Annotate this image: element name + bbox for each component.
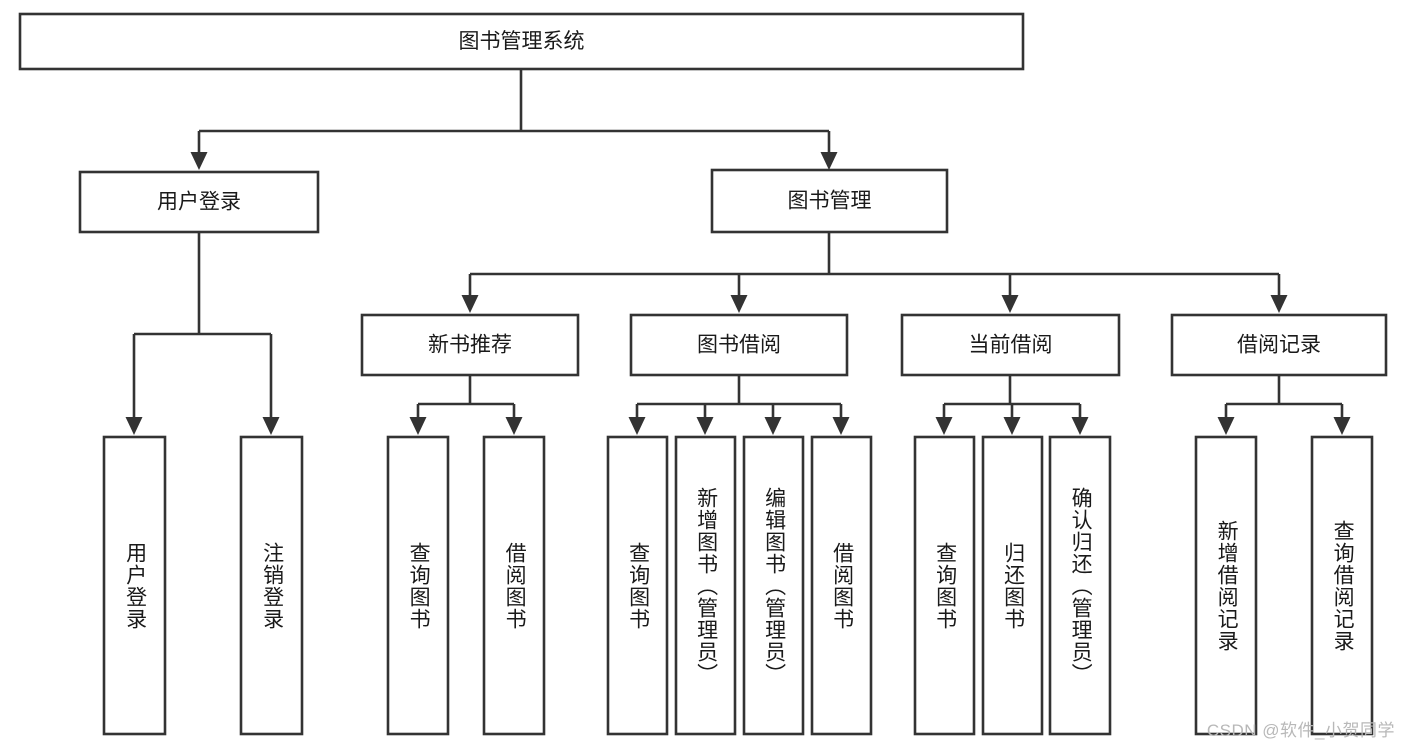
node-label-book-borrow: 图书借阅 — [697, 334, 781, 357]
node-label-borrow-record: 借阅记录 — [1237, 334, 1321, 357]
node-box-leaf-query-book-recommend[interactable] — [386, 435, 450, 736]
node-box-user-login[interactable] — [78, 170, 320, 234]
connector-record-to-leaves — [1217, 375, 1351, 435]
node-box-leaf-borrow-book[interactable] — [810, 435, 873, 736]
node-box-leaf-return-book[interactable] — [981, 435, 1044, 736]
node-label-current-borrow: 当前借阅 — [969, 334, 1053, 357]
node-boxes-layer — [18, 12, 1388, 736]
connector-current-to-leaves — [935, 375, 1089, 435]
node-box-root[interactable] — [18, 12, 1025, 71]
connector-recommend-to-leaves — [409, 375, 523, 435]
connector-root-to-level1 — [190, 69, 838, 170]
node-box-current-borrow[interactable] — [900, 313, 1121, 377]
node-box-book-borrow[interactable] — [629, 313, 849, 377]
node-label-new-book-recommend: 新书推荐 — [428, 334, 512, 357]
node-box-leaf-user-login[interactable] — [102, 435, 167, 736]
node-box-leaf-logout[interactable] — [239, 435, 304, 736]
connector-userlogin-to-leaves — [125, 232, 280, 435]
node-box-leaf-add-book[interactable] — [674, 435, 737, 736]
connector-borrow-to-leaves — [628, 375, 850, 435]
csdn-watermark: CSDN @软件_小贺同学 — [1206, 721, 1395, 740]
node-box-new-book-recommend[interactable] — [360, 313, 580, 377]
node-box-leaf-query-book-borrow[interactable] — [606, 435, 669, 736]
node-box-book-management[interactable] — [710, 168, 949, 234]
node-box-leaf-confirm-return[interactable] — [1048, 435, 1112, 736]
node-box-leaf-query-borrow-record[interactable] — [1310, 435, 1374, 736]
connectors-layer — [125, 69, 1351, 435]
node-label-book-management: 图书管理 — [788, 190, 872, 213]
node-box-leaf-edit-book[interactable] — [742, 435, 805, 736]
node-box-leaf-add-borrow-record[interactable] — [1194, 435, 1258, 736]
node-box-leaf-query-book-current[interactable] — [913, 435, 976, 736]
connector-bookmgmt-to-level2 — [461, 232, 1288, 313]
node-label-root: 图书管理系统 — [459, 30, 585, 53]
node-label-user-login: 用户登录 — [157, 191, 241, 214]
node-box-borrow-record[interactable] — [1170, 313, 1388, 377]
node-box-leaf-borrow-book-recommend[interactable] — [482, 435, 546, 736]
